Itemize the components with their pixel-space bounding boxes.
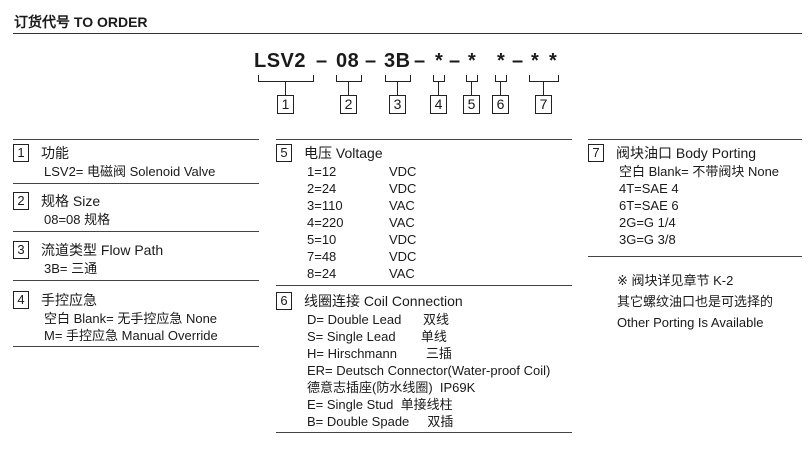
section-number: 4 [13, 291, 29, 309]
page-title: 订货代号 TO ORDER [14, 14, 148, 30]
option-line: ER= Deutsch Connector(Water-proof Coil) [307, 363, 551, 378]
option-line: M= 手控应急 Manual Override [44, 328, 218, 343]
code-box-2: 2 [340, 95, 357, 114]
option-line: LSV2= 电磁阀 Solenoid Valve [44, 164, 216, 179]
bracket-stem [348, 81, 349, 95]
section-title: 线圈连接 Coil Connection [304, 293, 463, 309]
option-line: 空白 Blank= 不带阀块 None [619, 164, 780, 179]
option-line: E= Single Stud 单接线柱 [307, 397, 453, 412]
section-title: 流道类型 Flow Path [41, 242, 164, 258]
note-line: 其它螺纹油口也是可选择的 [617, 294, 774, 309]
note-line: ※ 阀块详见章节 K-2 [617, 273, 734, 288]
title-divider [13, 33, 802, 34]
section-function: 1 功能 LSV2= 电磁阀 Solenoid Valve [13, 143, 215, 180]
code-dash: – [316, 50, 328, 72]
code-star: * [549, 50, 558, 72]
bracket-stem [438, 81, 439, 95]
section-manual-override: 4 手控应急 空白 Blank= 无手控应急 None M= 手控应急 Manua… [13, 290, 218, 344]
section-divider [588, 139, 802, 140]
section-title: 功能 [41, 145, 69, 161]
code-size: 08 [336, 50, 360, 72]
section-number: 2 [13, 192, 29, 210]
section-number: 6 [276, 292, 292, 310]
option-line: 3B= 三通 [44, 261, 98, 276]
code-dash: – [365, 50, 377, 72]
segment-bracket [258, 75, 314, 82]
bracket-stem [500, 81, 501, 95]
option-line: B= Double Spade 双插 [307, 414, 454, 429]
option-line: 6T=SAE 6 [619, 198, 679, 213]
section-divider [13, 183, 259, 184]
section-title: 规格 Size [41, 193, 101, 209]
code-path: 3B [384, 50, 411, 72]
code-box-6: 6 [492, 95, 509, 114]
option-line: 空白 Blank= 无手控应急 None [44, 311, 218, 326]
option-line: 3G=G 3/8 [619, 232, 676, 247]
bracket-stem [285, 81, 286, 95]
code-box-5: 5 [463, 95, 480, 114]
segment-bracket [529, 75, 559, 82]
section-number: 1 [13, 144, 29, 162]
segment-bracket [336, 75, 362, 82]
option-line: S= Single Lead 单线 [307, 329, 447, 344]
section-divider [13, 280, 259, 281]
section-flow-path: 3 流道类型 Flow Path 3B= 三通 [13, 240, 163, 277]
section-divider [276, 139, 572, 140]
bracket-stem [543, 81, 544, 95]
code-star: * [435, 50, 444, 72]
code-box-7: 7 [535, 95, 552, 114]
bracket-stem [397, 81, 398, 95]
section-title: 阀块油口 Body Porting [616, 145, 757, 161]
code-star: * [468, 50, 477, 72]
section-title: 电压 Voltage [304, 145, 383, 161]
code-box-3: 3 [389, 95, 406, 114]
section-number: 7 [588, 144, 604, 162]
code-star: * [531, 50, 540, 72]
section-divider [13, 231, 259, 232]
option-line: 08=08 规格 [44, 212, 111, 227]
option-line: D= Double Lead 双线 [307, 312, 449, 327]
code-prefix: LSV2 [254, 50, 307, 72]
code-dash: – [512, 50, 524, 72]
option-line: 4T=SAE 4 [619, 181, 679, 196]
note-line: Other Porting Is Available [617, 315, 764, 330]
section-divider [13, 346, 259, 347]
code-dash: – [449, 50, 461, 72]
section-divider [276, 285, 572, 286]
option-line: H= Hirschmann 三插 [307, 346, 452, 361]
code-box-4: 4 [430, 95, 447, 114]
section-divider [13, 139, 259, 140]
section-divider [276, 432, 572, 433]
section-size: 2 规格 Size 08=08 规格 [13, 191, 110, 228]
code-dash: – [414, 50, 426, 72]
porting-notes: ※ 阀块详见章节 K-2 其它螺纹油口也是可选择的 Other Porting … [617, 270, 773, 333]
segment-bracket [495, 75, 507, 82]
section-body-porting: 7 阀块油口 Body Porting 空白 Blank= 不带阀块 None 4… [588, 143, 779, 248]
section-number: 3 [13, 241, 29, 259]
segment-bracket [466, 75, 478, 82]
bracket-stem [471, 81, 472, 95]
option-line: 2G=G 1/4 [619, 215, 676, 230]
code-star: * [497, 50, 506, 72]
option-line: 德意志插座(防水线圈) IP69K [307, 380, 476, 395]
segment-bracket [385, 75, 411, 82]
section-title: 手控应急 [41, 292, 97, 308]
section-divider [588, 256, 802, 257]
code-box-1: 1 [277, 95, 294, 114]
section-number: 5 [276, 144, 292, 162]
segment-bracket [433, 75, 445, 82]
